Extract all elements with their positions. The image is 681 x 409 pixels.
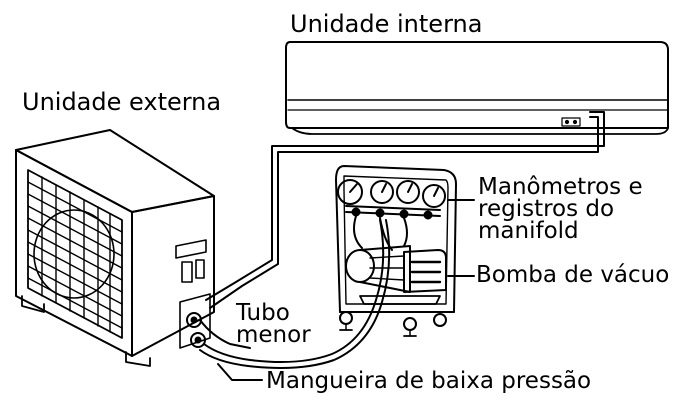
leader-lines <box>217 199 475 381</box>
small-tube-label-line1: Tubo <box>236 300 290 326</box>
outdoor-unit <box>15 129 215 367</box>
outdoor-unit-label: Unidade externa <box>22 88 222 116</box>
gauges-label-line3: manifold <box>478 218 579 244</box>
gauges-label-line2: registros do <box>478 196 615 222</box>
vacuum-pump-label: Bomba de vácuo <box>476 262 670 288</box>
indoor-unit <box>285 41 669 135</box>
refrigerant-pipes <box>205 111 605 309</box>
small-tube-label-line2: menor <box>236 322 311 348</box>
manifold-gauges <box>337 179 446 251</box>
vacuum-pump <box>345 245 447 305</box>
low-pressure-hose-label: Mangueira de baixa pressão <box>266 368 592 394</box>
low-pressure-hose <box>199 219 391 369</box>
gauges-label-line1: Manômetros e <box>478 174 643 200</box>
small-tube <box>199 319 251 349</box>
indoor-unit-label: Unidade interna <box>290 10 483 38</box>
